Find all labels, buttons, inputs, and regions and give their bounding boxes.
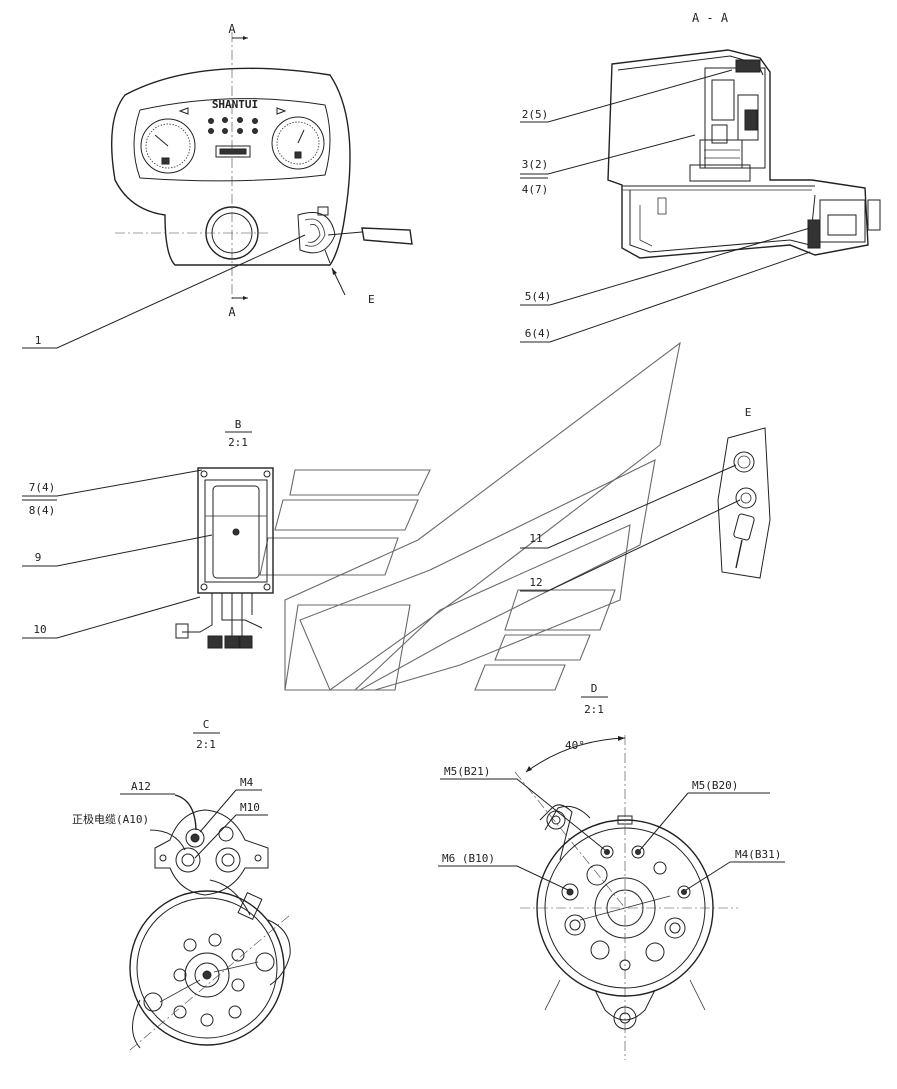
callout-12: 12	[529, 576, 542, 589]
callout-11: 11	[529, 532, 542, 545]
label-m4: M4	[240, 776, 254, 789]
dashboard-front-view: SHANTUI	[22, 22, 413, 349]
angle-label: 40°	[565, 739, 585, 752]
callout-10: 10	[33, 623, 46, 636]
callout-9: 9	[35, 551, 42, 564]
callout-4: 4(7)	[522, 183, 549, 196]
callout-3: 3(2)	[522, 158, 549, 171]
label-positive-cable: 正极电缆(A10)	[72, 812, 149, 826]
detail-b-view: B 2:1 7(4) 8(4) 9 10	[22, 418, 274, 649]
detail-c-scale: 2:1	[196, 738, 216, 751]
detail-d-title: D	[591, 682, 598, 695]
callout-8: 8(4)	[29, 504, 56, 517]
detail-b-scale: 2:1	[228, 436, 248, 449]
label-m6-b10: M6 (B10)	[442, 852, 495, 865]
callout-1: 1	[35, 334, 42, 347]
brand-label: SHANTUI	[212, 98, 258, 111]
detail-c-title: C	[203, 718, 210, 731]
detail-e-view: E 11 12	[520, 406, 771, 592]
section-a-top-label: A	[228, 22, 236, 36]
section-a-bottom-label: A	[228, 305, 236, 319]
detail-e-title: E	[745, 406, 752, 419]
label-a12: A12	[131, 780, 151, 793]
label-m10: M10	[240, 801, 260, 814]
callout-5: 5(4)	[525, 290, 552, 303]
detail-d-view: D 2:1 40°	[438, 682, 785, 1060]
callout-7: 7(4)	[29, 481, 56, 494]
detail-c-view: C 2:1	[72, 718, 291, 1051]
section-aa-title: A - A	[692, 11, 729, 25]
label-m5-b21: M5(B21)	[444, 765, 490, 778]
view-e-arrow-label: E	[368, 293, 375, 306]
section-a-a-view: A - A 2(5) 3(2) 4(7) 5(4)	[520, 11, 881, 343]
callout-6: 6(4)	[525, 327, 552, 340]
watermark-logo	[259, 341, 681, 691]
callout-2: 2(5)	[522, 108, 549, 121]
detail-d-scale: 2:1	[584, 703, 604, 716]
label-m4-b31: M4(B31)	[735, 848, 781, 861]
detail-b-title: B	[235, 418, 242, 431]
indicator-lights	[208, 117, 258, 134]
label-m5-b20: M5(B20)	[692, 779, 738, 792]
